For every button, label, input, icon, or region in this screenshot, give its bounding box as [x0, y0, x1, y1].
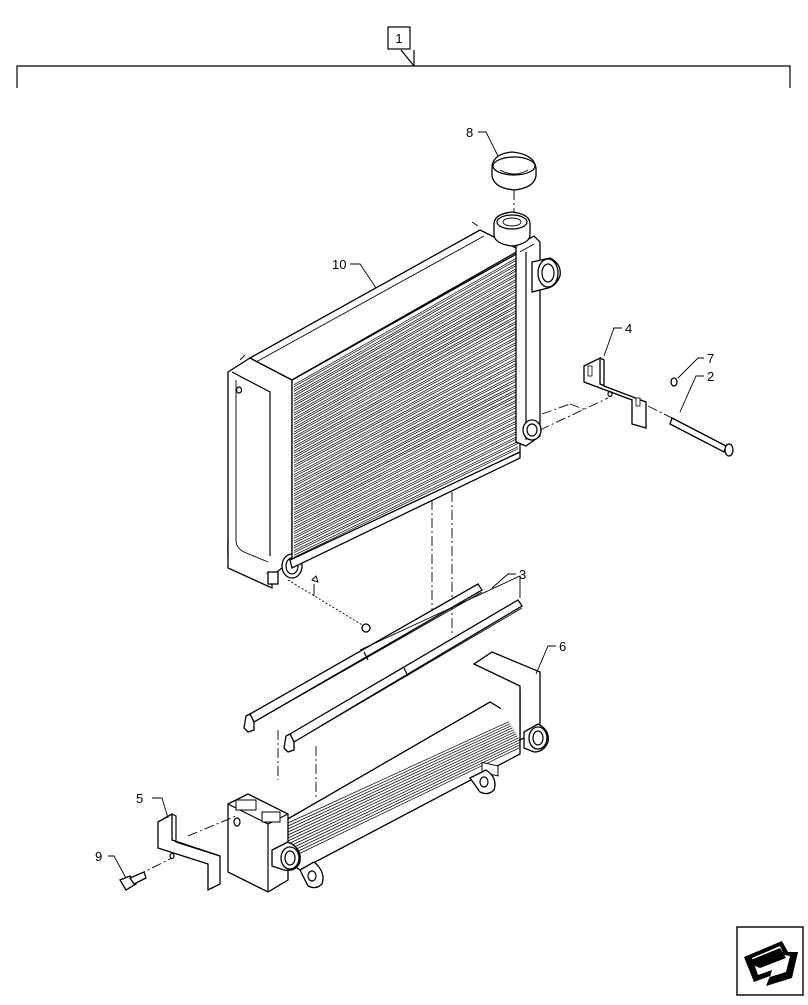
stud-lower-left[interactable] [361, 623, 371, 633]
assembly-bracket [16, 49, 791, 88]
svg-text:7: 7 [707, 351, 714, 366]
bolt[interactable] [119, 871, 147, 891]
callout-8[interactable]: 8 [466, 125, 499, 157]
callout-3[interactable]: 3 [491, 567, 526, 589]
svg-text:9: 9 [95, 849, 102, 864]
svg-text:5: 5 [136, 791, 143, 806]
lower-bracket[interactable] [157, 812, 221, 892]
clip-small [311, 575, 319, 596]
callout-10[interactable]: 10 [332, 257, 377, 289]
svg-text:4: 4 [625, 321, 632, 336]
oil-cooler[interactable] [227, 651, 549, 893]
radiator-fins [293, 256, 519, 558]
callout-7[interactable]: 7 [677, 351, 714, 379]
seal-strips[interactable] [243, 575, 523, 753]
callout-5[interactable]: 5 [136, 791, 169, 819]
svg-text:8: 8 [466, 125, 473, 140]
callout-6[interactable]: 6 [535, 639, 566, 675]
callout-2[interactable]: 2 [679, 369, 714, 413]
upper-bracket[interactable] [583, 356, 647, 429]
pin[interactable] [669, 417, 734, 457]
callout-box-1[interactable]: 1 [387, 26, 411, 50]
svg-text:2: 2 [707, 369, 714, 384]
svg-text:6: 6 [559, 639, 566, 654]
radiator[interactable] [227, 211, 561, 590]
callout-9[interactable]: 9 [95, 849, 127, 879]
cooler-fins [287, 716, 521, 860]
svg-text:10: 10 [332, 257, 346, 272]
svg-text:3: 3 [519, 567, 526, 582]
clip[interactable] [670, 377, 678, 387]
callout-label-1: 1 [395, 31, 402, 46]
callout-4[interactable]: 4 [603, 321, 632, 357]
next-arrow-icon[interactable] [736, 926, 804, 996]
radiator-cap[interactable] [491, 151, 537, 191]
